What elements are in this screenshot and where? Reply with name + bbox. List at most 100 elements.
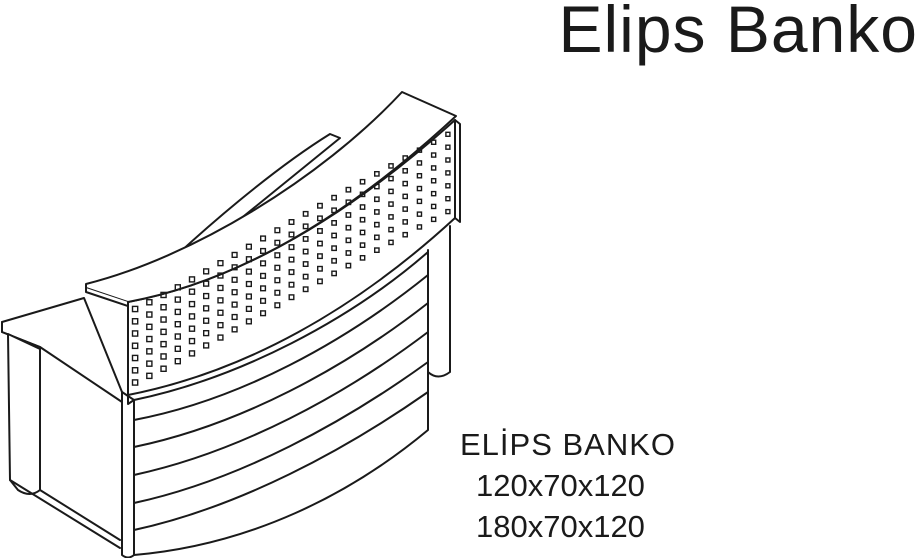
- perforation-hole: [160, 304, 167, 311]
- perforation-hole: [260, 297, 267, 304]
- perforation-hole: [374, 209, 380, 215]
- perforation-hole: [345, 224, 352, 231]
- perforation-hole: [445, 157, 451, 163]
- perforation-hole: [231, 301, 238, 308]
- perforation-hole: [146, 299, 153, 306]
- perforation-hole: [274, 264, 281, 271]
- perforation-hole: [288, 281, 295, 288]
- perforation-hole: [202, 317, 210, 324]
- perforation-hole: [146, 348, 153, 355]
- perforation-hole: [345, 186, 352, 193]
- perforation-hole: [430, 139, 437, 145]
- perforation-hole: [288, 294, 295, 301]
- perforation-hole: [160, 340, 167, 348]
- perforation-hole: [445, 170, 451, 176]
- perforation-hole: [388, 214, 394, 220]
- perforation-hole: [231, 264, 238, 271]
- perforation-hole: [359, 254, 366, 261]
- perforation-hole: [245, 318, 253, 325]
- perforation-hole: [388, 188, 394, 195]
- screen-perforations: [131, 131, 451, 386]
- perforation-hole: [345, 250, 352, 256]
- perforation-hole: [245, 243, 253, 250]
- perforation-hole: [331, 270, 337, 277]
- perforation-hole: [131, 305, 139, 313]
- perforation-hole: [160, 316, 167, 323]
- perforation-hole: [359, 191, 366, 198]
- perforation-hole: [131, 342, 139, 350]
- front-slat: [133, 302, 429, 448]
- perforation-hole: [188, 325, 196, 332]
- perforation-hole: [146, 335, 153, 343]
- perforation-hole: [445, 183, 451, 189]
- perforation-hole: [288, 244, 295, 251]
- perforation-hole: [260, 247, 267, 255]
- perforation-hole: [430, 216, 437, 223]
- perforation-hole: [402, 206, 409, 212]
- perforation-hole: [231, 289, 238, 296]
- perforation-hole: [388, 175, 394, 182]
- perforation-hole: [188, 350, 196, 357]
- perforation-hole: [402, 167, 409, 174]
- perforation-hole: [188, 276, 196, 283]
- perforation-hole: [260, 235, 267, 242]
- perforation-hole: [174, 284, 182, 291]
- perforation-hole: [359, 229, 366, 236]
- perforation-hole: [131, 330, 139, 337]
- perforation-hole: [402, 219, 409, 225]
- perforation-hole: [288, 269, 295, 276]
- side-desk-bottom: [39, 489, 121, 541]
- perforation-hole: [302, 273, 309, 280]
- front-slat: [133, 361, 429, 504]
- front-slat: [133, 331, 429, 476]
- perforation-hole: [260, 260, 267, 267]
- perforation-hole: [188, 300, 196, 308]
- perforation-hole: [131, 318, 139, 325]
- spec-block: ELİPS BANKO 120x70x120 180x70x120: [460, 424, 680, 547]
- perforation-hole: [416, 147, 423, 153]
- perforation-hole: [445, 144, 451, 150]
- perforation-hole: [345, 237, 352, 244]
- perforation-hole: [245, 268, 253, 275]
- perforation-hole: [445, 131, 451, 138]
- perforation-hole: [317, 278, 323, 285]
- perforation-hole: [359, 204, 366, 210]
- perforation-hole: [217, 272, 224, 279]
- perforation-hole: [317, 253, 323, 260]
- perforation-hole: [331, 245, 337, 252]
- perforation-hole: [217, 309, 224, 316]
- perforation-hole: [274, 302, 281, 309]
- perforation-hole: [374, 183, 380, 190]
- perforation-hole: [217, 260, 224, 267]
- perforation-hole: [374, 247, 380, 254]
- perforation-hole: [188, 313, 196, 320]
- dimension-option: 180x70x120: [476, 509, 645, 544]
- perforation-hole: [374, 234, 380, 241]
- perforation-hole: [331, 194, 337, 201]
- perforation-hole: [131, 367, 139, 374]
- perforation-hole: [260, 272, 267, 279]
- perforation-hole: [317, 202, 323, 209]
- perforation-hole: [160, 353, 167, 360]
- perforation-hole: [174, 321, 182, 328]
- perforation-hole: [231, 276, 238, 283]
- perforation-hole: [174, 333, 182, 340]
- counter-front-body: [121, 251, 429, 558]
- perforation-hole: [160, 328, 167, 336]
- perforation-hole: [174, 345, 182, 352]
- product-name: ELİPS BANKO: [460, 427, 677, 462]
- page-title: Elips Banko: [558, 0, 918, 66]
- perforation-hole: [274, 227, 281, 234]
- perforation-hole: [331, 257, 337, 264]
- perforation-hole: [388, 163, 394, 169]
- perforation-hole: [430, 203, 437, 210]
- front-slat: [133, 391, 429, 531]
- perforation-hole: [202, 330, 210, 337]
- perforation-hole: [231, 326, 238, 333]
- perforation-hole: [402, 231, 409, 238]
- perforation-hole: [345, 212, 352, 218]
- perforation-hole: [260, 285, 267, 292]
- perforation-hole: [388, 201, 394, 207]
